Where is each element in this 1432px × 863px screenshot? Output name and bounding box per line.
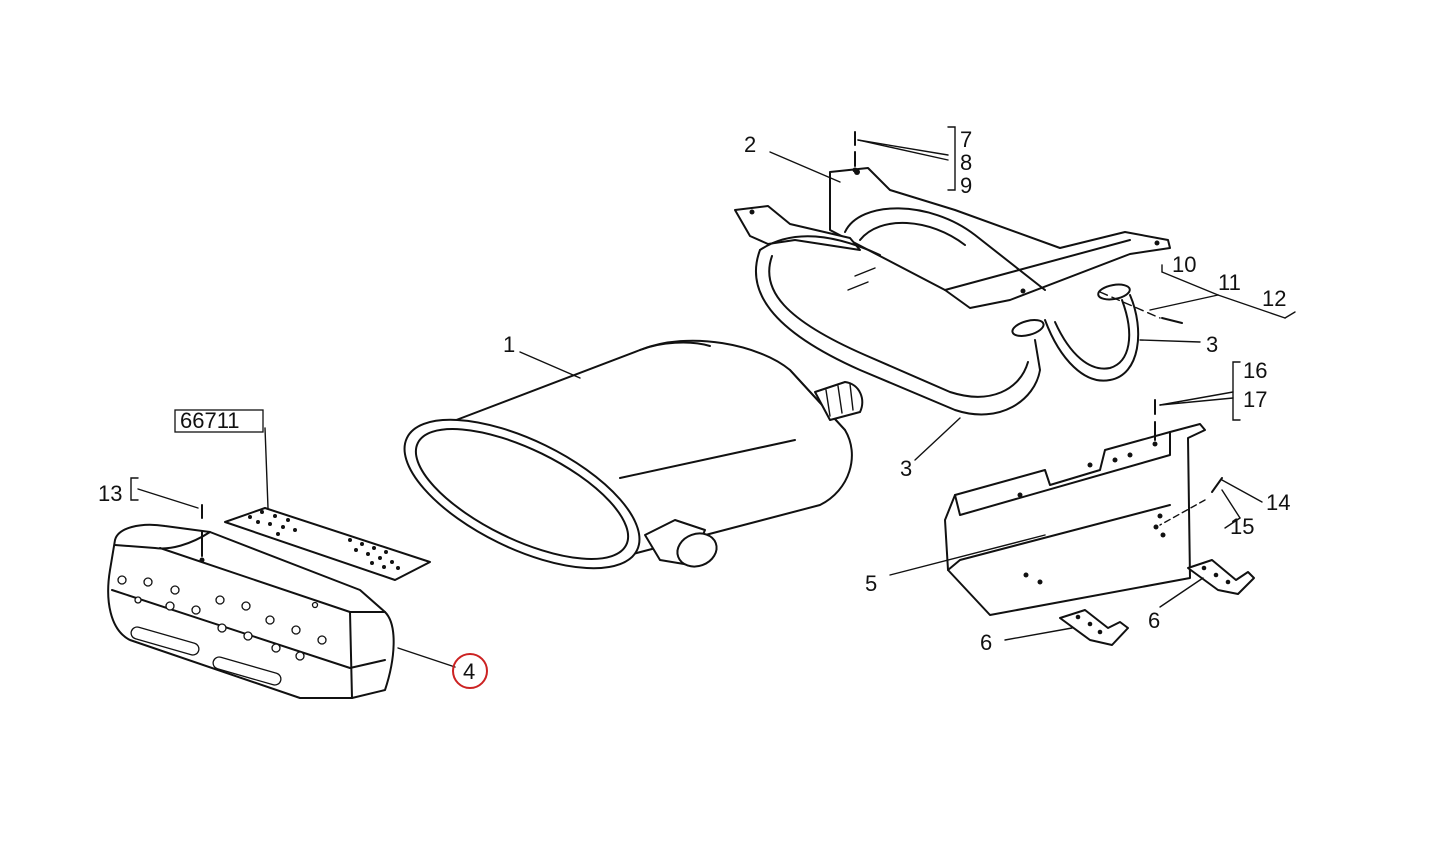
- callout-2[interactable]: 2: [744, 132, 756, 157]
- reference-box: [174, 409, 264, 433]
- clip-part-6-left[interactable]: [1059, 609, 1129, 646]
- muffler-part-1[interactable]: [383, 339, 864, 599]
- callout-11[interactable]: 11: [1218, 270, 1241, 295]
- strap-part-3[interactable]: [755, 207, 1140, 416]
- callout-16[interactable]: 16: [1243, 358, 1267, 383]
- bolt-7-8-9[interactable]: [852, 131, 858, 173]
- clip-part-6-right[interactable]: [1187, 559, 1255, 595]
- callout-3-bottom[interactable]: 3: [900, 456, 912, 481]
- bolt-10-11-12[interactable]: [1099, 291, 1183, 324]
- callout-9[interactable]: 9: [960, 173, 972, 198]
- callout-7[interactable]: 7: [960, 127, 972, 152]
- heat-shield-part-4[interactable]: [107, 523, 395, 699]
- callout-6-right[interactable]: 6: [1148, 608, 1160, 633]
- bolt-13[interactable]: [199, 504, 205, 563]
- callout-8[interactable]: 8: [960, 150, 972, 175]
- guard-plate-part-5[interactable]: [944, 423, 1206, 616]
- bolt-14-15[interactable]: [1153, 477, 1223, 530]
- callout-3-right[interactable]: 3: [1206, 332, 1218, 357]
- perforated-plate[interactable]: [224, 507, 431, 581]
- callout-14[interactable]: 14: [1266, 490, 1290, 515]
- leader-lines: [130, 126, 1296, 668]
- callout-13[interactable]: 13: [98, 481, 122, 506]
- callout-15[interactable]: 15: [1230, 514, 1254, 539]
- callout-17[interactable]: 17: [1243, 387, 1267, 412]
- callout-5[interactable]: 5: [865, 571, 877, 596]
- callout-12[interactable]: 12: [1262, 286, 1286, 311]
- callout-1[interactable]: 1: [503, 332, 515, 357]
- callout-4-highlight: [452, 653, 488, 689]
- reference-box-label: 66711: [180, 408, 240, 433]
- callout-4[interactable]: 4: [463, 659, 475, 684]
- callout-10[interactable]: 10: [1172, 252, 1196, 277]
- bolt-16-17[interactable]: [1152, 399, 1158, 447]
- callout-6-left[interactable]: 6: [980, 630, 992, 655]
